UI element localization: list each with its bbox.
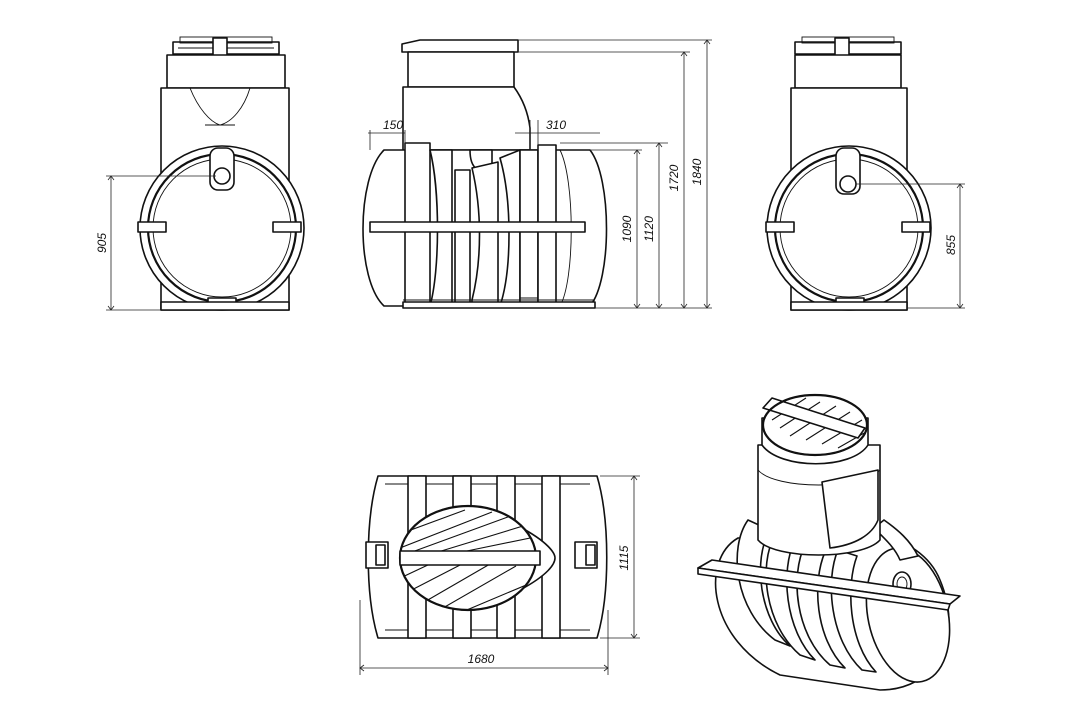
front-dimension-lines <box>106 175 216 311</box>
top-view <box>365 475 608 639</box>
side-total-height-label: 1840 <box>690 158 704 185</box>
isometric-view <box>697 393 961 691</box>
plan-length-label: 1680 <box>468 652 495 666</box>
side-dimension-lines <box>368 39 712 309</box>
side-view <box>362 39 608 309</box>
rear-outlet-height-label: 855 <box>944 235 958 255</box>
side-right-offset-label: 310 <box>546 118 566 132</box>
rear-view <box>765 36 932 311</box>
front-inlet-height-label: 905 <box>95 233 109 253</box>
side-rib-height-label: 1120 <box>642 216 656 242</box>
side-neck-height-label: 1720 <box>667 164 681 191</box>
top-dimension-lines <box>359 475 640 675</box>
front-view <box>137 36 305 311</box>
side-left-offset-label: 150 <box>383 118 403 132</box>
plan-width-label: 1115 <box>617 545 631 570</box>
rear-dimension-lines <box>856 183 965 309</box>
side-body-height-label: 1090 <box>620 215 634 242</box>
